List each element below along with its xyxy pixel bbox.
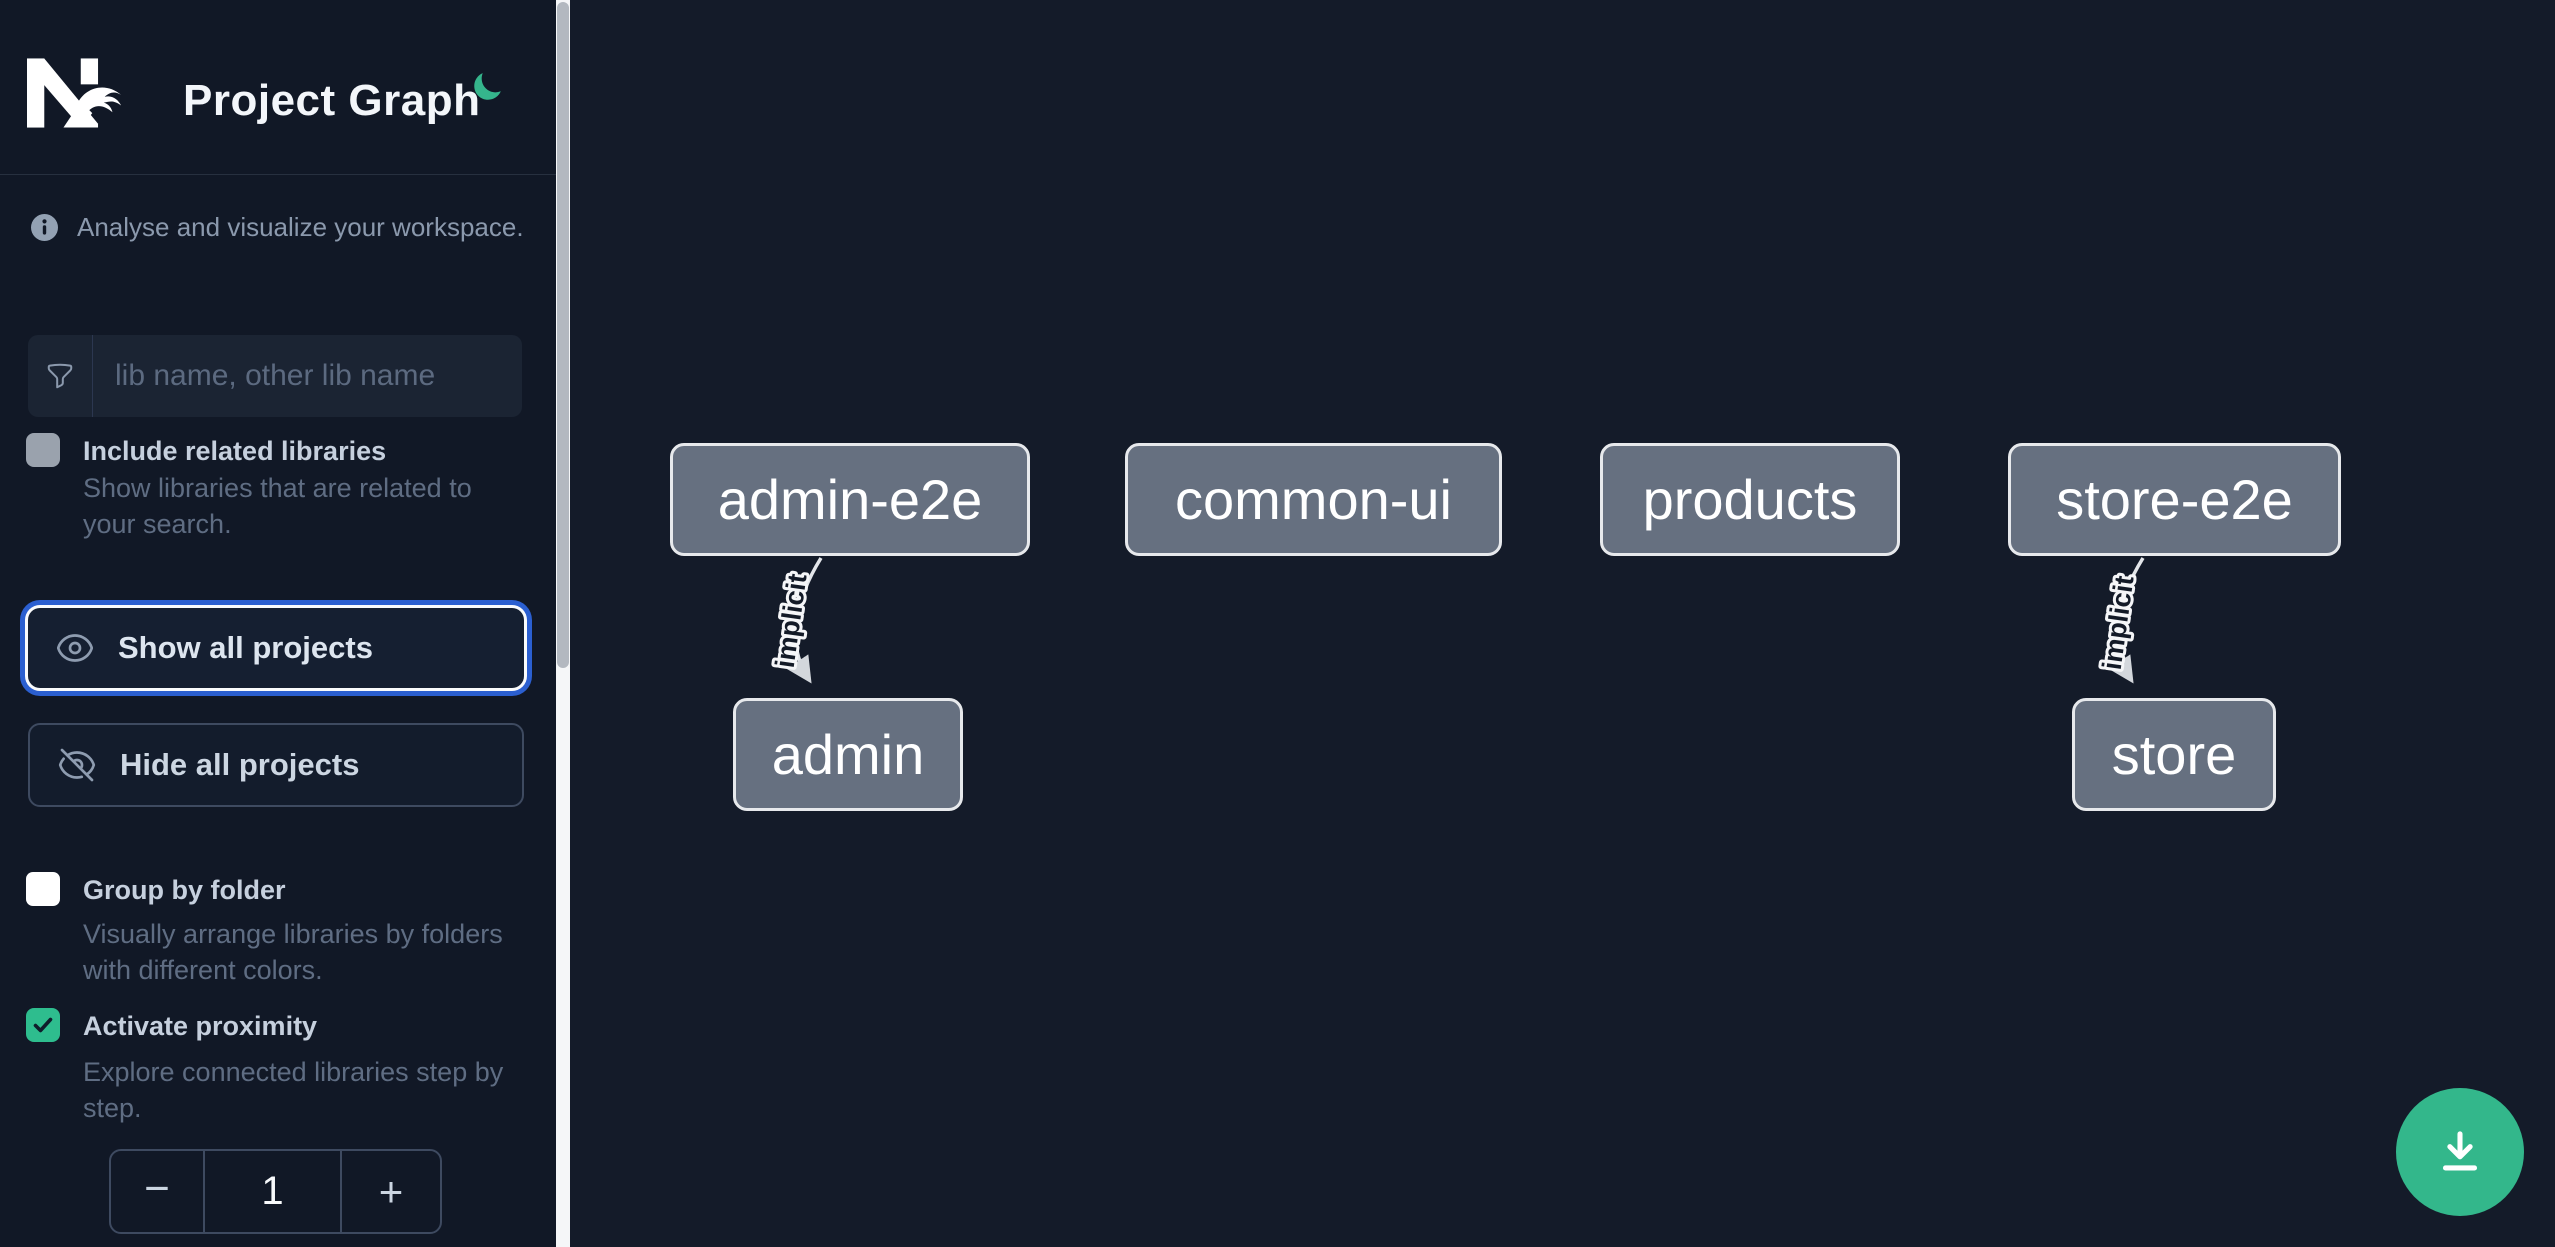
graph-node-admin-e2e[interactable]: admin-e2e xyxy=(670,443,1030,556)
workspace-info-row: Analyse and visualize your workspace. xyxy=(31,212,524,243)
hide-all-projects-label: Hide all projects xyxy=(120,747,360,782)
checkmark-icon xyxy=(33,1017,53,1033)
include-related-checkbox[interactable] xyxy=(26,433,60,467)
proximity-depth-value: 1 xyxy=(205,1151,342,1232)
show-all-projects-label: Show all projects xyxy=(118,630,373,665)
sidebar-scrollbar-track[interactable] xyxy=(556,0,570,1247)
activate-proximity-description: Explore connected libraries step by step… xyxy=(83,1057,504,1123)
group-by-folder-description: Visually arrange libraries by folders wi… xyxy=(83,919,503,985)
graph-node-common-ui[interactable]: common-ui xyxy=(1125,443,1502,556)
graph-canvas[interactable] xyxy=(570,0,2555,1247)
sidebar-header: Project Graph xyxy=(0,0,556,175)
download-graph-button[interactable] xyxy=(2396,1088,2524,1216)
nx-logo xyxy=(27,58,123,128)
group-by-folder-checkbox[interactable] xyxy=(26,872,60,906)
sidebar-scrollbar-thumb[interactable] xyxy=(557,2,569,668)
activate-proximity-checkbox[interactable] xyxy=(26,1008,60,1042)
filter-search-box xyxy=(28,335,522,417)
eye-slash-icon xyxy=(57,745,97,785)
graph-node-store-e2e[interactable]: store-e2e xyxy=(2008,443,2341,556)
page-title: Project Graph xyxy=(183,76,481,125)
include-related-label: Include related libraries xyxy=(83,436,387,466)
graph-node-store[interactable]: store xyxy=(2072,698,2276,811)
show-all-projects-button[interactable]: Show all projects xyxy=(28,608,524,688)
eye-icon xyxy=(55,628,95,668)
funnel-icon xyxy=(28,335,93,417)
sidebar: Project Graph Analyse and visualize your… xyxy=(0,0,556,1247)
download-icon xyxy=(2431,1123,2489,1181)
graph-node-admin[interactable]: admin xyxy=(733,698,963,811)
group-by-folder-label: Group by folder xyxy=(83,875,286,905)
increment-button[interactable]: + xyxy=(378,1167,404,1215)
proximity-depth-stepper: − 1 + xyxy=(109,1149,442,1234)
hide-all-projects-button[interactable]: Hide all projects xyxy=(28,723,524,807)
info-icon xyxy=(31,214,58,241)
decrement-button[interactable]: − xyxy=(111,1151,205,1232)
include-related-description: Show libraries that are related to your … xyxy=(83,473,472,539)
activate-proximity-label: Activate proximity xyxy=(83,1011,318,1041)
lib-filter-input[interactable] xyxy=(93,335,522,417)
graph-node-products[interactable]: products xyxy=(1600,443,1900,556)
theme-toggle-moon-icon[interactable] xyxy=(470,70,504,104)
workspace-info-text: Analyse and visualize your workspace. xyxy=(77,212,524,242)
